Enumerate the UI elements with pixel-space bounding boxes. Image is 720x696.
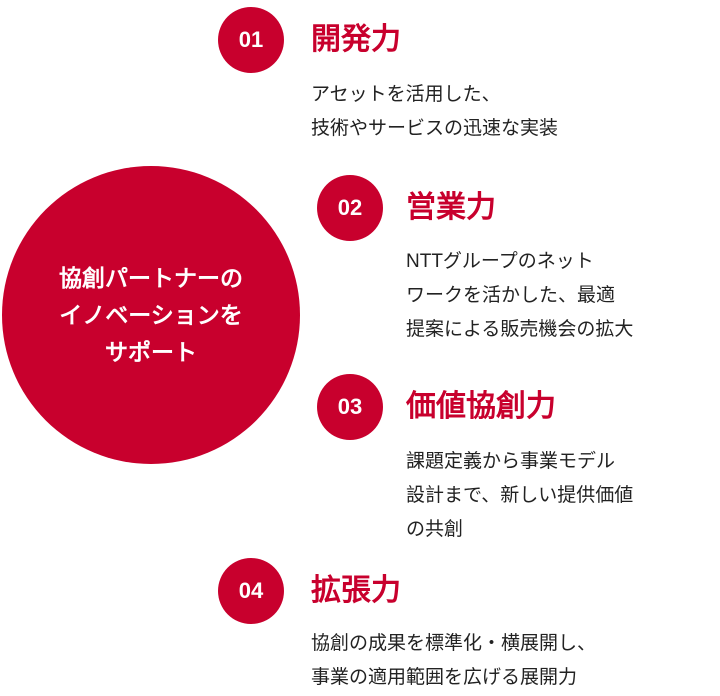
item-title-03: 価値協創力 [406, 390, 556, 423]
hub-line: 協創パートナーの [59, 264, 243, 291]
description-line: 設計まで、新しい提供価値 [406, 485, 634, 506]
number-badge-02: 02 [317, 175, 383, 241]
item-title-01: 開発力 [311, 23, 401, 56]
hub-line: サポート [105, 338, 197, 365]
hub-line: イノベーションを [59, 301, 243, 328]
central-circle: 協創パートナーの イノベーションを サポート [2, 166, 300, 464]
description-line: 課題定義から事業モデル [406, 451, 616, 472]
item-description-02: NTTグループのネット ワークを活かした、最適 提案による販売機会の拡大 [406, 245, 633, 347]
item-title-04: 拡張力 [311, 574, 401, 607]
description-line: 技術やサービスの迅速な実装 [311, 118, 559, 139]
number-badge-01: 01 [218, 7, 284, 73]
description-line: の共創 [406, 519, 464, 540]
description-line: NTTグループのネット [406, 251, 594, 272]
item-description-04: 協創の成果を標準化・横展開し、 事業の適用範囲を広げる展開力 [311, 627, 596, 695]
description-line: 事業の適用範囲を広げる展開力 [311, 667, 578, 688]
description-line: 協創の成果を標準化・横展開し、 [311, 633, 597, 654]
item-description-01: アセットを活用した、 技術やサービスの迅速な実装 [311, 78, 558, 146]
number-badge-04: 04 [218, 558, 284, 624]
description-line: ワークを活かした、最適 [406, 285, 616, 306]
number-badge-03: 03 [317, 374, 383, 440]
item-description-03: 課題定義から事業モデル 設計まで、新しい提供価値 の共創 [406, 445, 633, 547]
item-title-02: 営業力 [406, 191, 496, 224]
description-line: アセットを活用した、 [311, 84, 501, 105]
description-line: 提案による販売機会の拡大 [406, 319, 634, 340]
